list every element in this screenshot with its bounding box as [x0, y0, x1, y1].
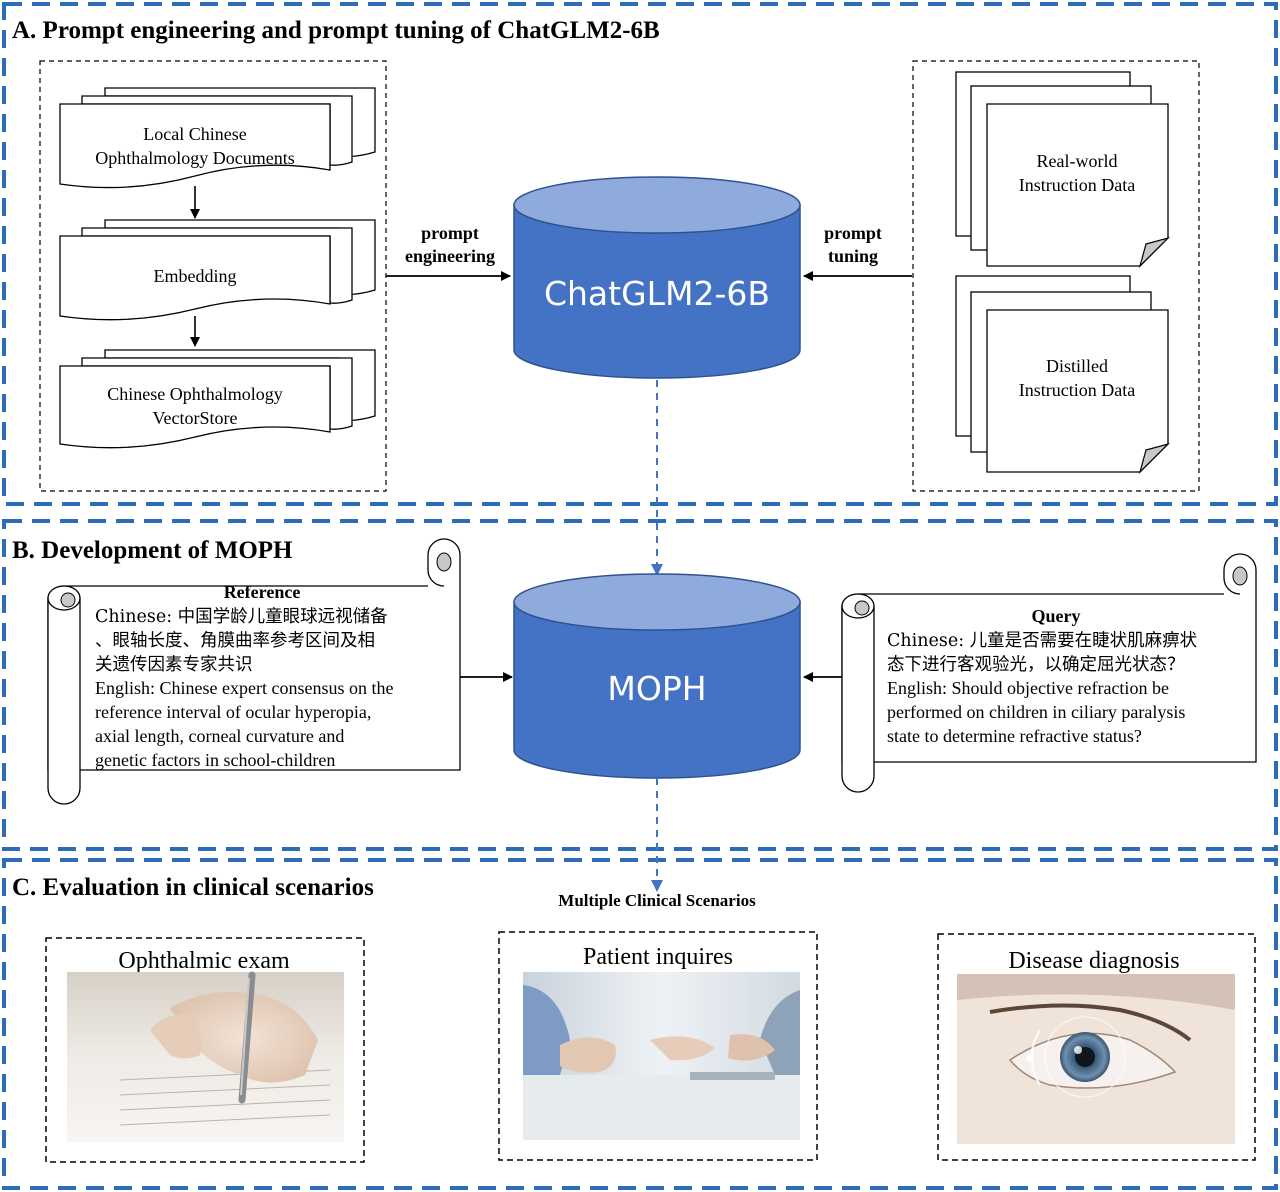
embedding-stack: Embedding [59, 219, 376, 321]
query-heading: Query [1032, 606, 1081, 626]
query-chinese-line2: 态下进行客观验光，以确定屈光状态？ [887, 655, 1185, 675]
reference-english-line4: genetic factors in school-children [95, 750, 335, 770]
distilled-instruction-stack: Distilled Instruction Data [955, 275, 1171, 475]
reference-english-line2: reference interval of ocular hyperopia, [95, 702, 371, 722]
real-world-instruction-stack: Real-world Instruction Data [955, 71, 1171, 269]
reference-scroll: Reference Chinese: 中国学龄儿童眼球远视储备 、眼轴长度、角膜… [47, 538, 461, 805]
exam-panel [45, 937, 365, 1163]
vectorstore-label-line2: VectorStore [153, 408, 238, 428]
embedding-label: Embedding [154, 266, 237, 286]
query-chinese-line1: Chinese: 儿童是否需要在睫状肌麻痹状 [887, 631, 1198, 651]
real-world-label-line1: Real-world [1037, 151, 1118, 171]
docs-label-line1: Local Chinese [143, 124, 246, 144]
prompt-tuning-label-line2: tuning [828, 246, 878, 266]
reference-english-line1: English: Chinese expert consensus on the [95, 678, 393, 698]
scenarios-heading: Multiple Clinical Scenarios [558, 891, 756, 910]
section-a-title: A. Prompt engineering and prompt tuning … [12, 17, 660, 44]
section-a-frame [2, 2, 1278, 506]
prompt-tuning-label-line1: prompt [824, 223, 882, 243]
prompt-engineering-label-line2: engineering [405, 246, 495, 266]
reference-chinese-line2: 、眼轴长度、角膜曲率参考区间及相 [95, 631, 375, 651]
section-c-frame [2, 858, 1278, 1190]
distilled-label-line2: Instruction Data [1019, 380, 1135, 400]
query-english-line3: state to determine refractive status? [887, 726, 1142, 746]
prompt-engineering-label-line1: prompt [421, 223, 479, 243]
section-b-title: B. Development of MOPH [12, 537, 293, 564]
reference-heading: Reference [224, 582, 301, 602]
docs-label-line2: Ophthalmology Documents [95, 148, 294, 168]
instruction-data-box [912, 60, 1200, 492]
query-english-line1: English: Should objective refraction be [887, 678, 1169, 698]
diagnosis-panel [937, 933, 1256, 1161]
diagnosis-photo [957, 974, 1235, 1144]
inquiries-title: Patient inquires [583, 944, 733, 970]
vectorstore-stack: Chinese Ophthalmology VectorStore [59, 349, 376, 449]
section-b-frame [2, 519, 1278, 851]
inquiries-panel [498, 931, 818, 1161]
reference-english-line3: axial length, corneal curvature and [95, 726, 344, 746]
local-documents-stack: Local Chinese Ophthalmology Documents [59, 87, 376, 189]
moph-label: MOPH [607, 669, 706, 708]
section-c-title: C. Evaluation in clinical scenarios [12, 874, 374, 901]
real-world-label-line2: Instruction Data [1019, 175, 1135, 195]
inquiries-photo [523, 972, 800, 1140]
reference-chinese-line3: 关遗传因素专家共识 [95, 655, 253, 675]
distilled-label-line1: Distilled [1046, 356, 1108, 376]
chatglm-label: ChatGLM2-6B [544, 274, 770, 313]
chatglm-cylinder: ChatGLM2-6B [513, 176, 801, 379]
exam-photo [67, 971, 344, 1142]
moph-cylinder: MOPH [513, 573, 801, 779]
diagnosis-title: Disease diagnosis [1008, 948, 1179, 974]
reference-chinese-line1: Chinese: 中国学龄儿童眼球远视储备 [95, 607, 388, 627]
exam-title: Ophthalmic exam [118, 948, 290, 974]
vectorstore-label-line1: Chinese Ophthalmology [107, 384, 282, 404]
query-english-line2: performed on children in ciliary paralys… [887, 702, 1185, 722]
query-scroll: Query Chinese: 儿童是否需要在睫状肌麻痹状 态下进行客观验光，以确… [841, 553, 1257, 793]
